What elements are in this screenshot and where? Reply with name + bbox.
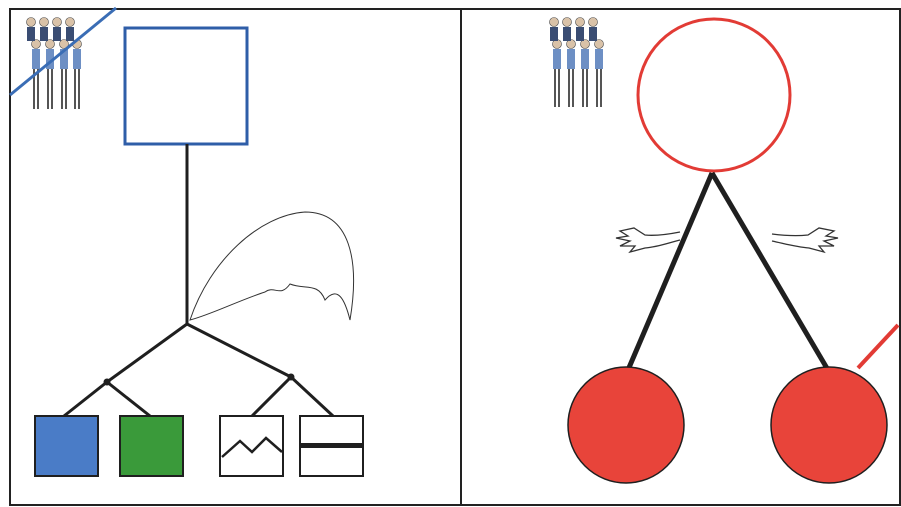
- zigzag-pattern: [221, 436, 283, 458]
- speech-bubble-icon: [189, 211, 355, 321]
- leaf-node-zigzag: [219, 415, 284, 477]
- right-leaf-node-1: [567, 366, 685, 484]
- right-leaf-node-2: [770, 366, 888, 484]
- right-panel-frame: [460, 8, 901, 506]
- reaching-hand-icon-left: [615, 227, 681, 254]
- left-junction-dot: [103, 378, 111, 386]
- reaching-hand-icon-right: [771, 227, 839, 254]
- people-group-icon-right: [549, 17, 604, 107]
- leaf-node-green: [119, 415, 184, 477]
- right-root-node: [636, 17, 792, 173]
- right-branch-lines: [625, 171, 831, 372]
- people-group-icon: [26, 17, 82, 109]
- leaf-node-blue: [34, 415, 99, 477]
- strike-line-icon: [9, 6, 117, 97]
- left-branch-lines: [63, 322, 335, 418]
- left-root-node: [123, 26, 249, 146]
- strike-line-icon-red: [856, 323, 900, 370]
- right-junction-dot: [287, 373, 295, 381]
- bar-pattern: [300, 443, 363, 448]
